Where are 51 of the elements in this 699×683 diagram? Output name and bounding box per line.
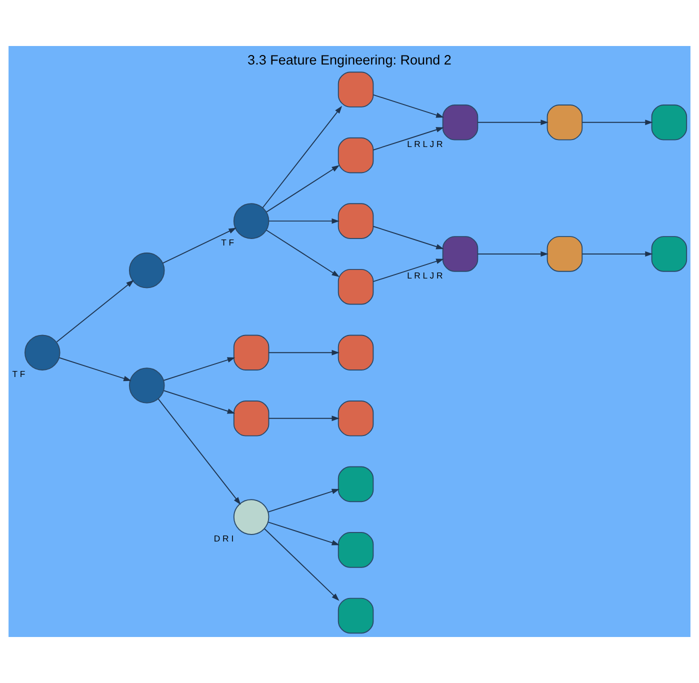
node-circle xyxy=(128,252,165,288)
node-box xyxy=(338,598,374,634)
arrow xyxy=(264,528,340,601)
arrow xyxy=(477,251,548,257)
node-circle xyxy=(128,368,165,404)
arrow xyxy=(268,350,340,356)
node-box xyxy=(651,236,688,272)
arrow xyxy=(268,416,340,422)
node-box xyxy=(442,236,478,272)
node-label: L R L J R xyxy=(407,270,443,280)
node-box xyxy=(651,104,688,140)
node-box xyxy=(546,104,583,140)
arrow xyxy=(372,94,444,118)
arrow xyxy=(163,357,236,381)
arrow xyxy=(582,120,653,126)
arrow xyxy=(268,522,340,546)
arrow xyxy=(372,127,444,150)
arrow xyxy=(582,251,653,257)
node-box xyxy=(338,203,374,239)
arrow xyxy=(56,280,134,342)
node-box xyxy=(233,400,270,436)
arrow xyxy=(372,258,444,282)
node-circle xyxy=(233,203,270,239)
arrow xyxy=(162,228,236,264)
node-label: T F xyxy=(221,237,234,248)
node-circle xyxy=(24,334,60,371)
node-box xyxy=(442,104,478,140)
diagram-title: 3.3 Feature Engineering: Round 2 xyxy=(248,52,452,68)
node-box xyxy=(338,268,374,305)
node-box xyxy=(338,466,374,502)
node-box xyxy=(233,334,270,371)
node-box xyxy=(546,236,583,272)
node-label: D R I xyxy=(214,533,234,544)
node-box xyxy=(338,137,374,174)
arrow xyxy=(266,230,340,278)
node-box xyxy=(338,72,374,108)
arrow xyxy=(262,106,342,208)
arrow xyxy=(477,120,548,126)
arrow xyxy=(268,488,340,512)
node-label: T F xyxy=(12,369,26,379)
arrow xyxy=(266,165,340,212)
arrow xyxy=(163,390,236,414)
arrow xyxy=(158,398,241,505)
node-box xyxy=(338,400,374,436)
node-circle xyxy=(233,499,270,535)
arrow xyxy=(372,226,444,250)
arrow xyxy=(58,357,132,382)
arrow xyxy=(268,218,340,224)
node-label: L R L J R xyxy=(407,138,443,149)
node-box xyxy=(338,334,374,371)
node-box xyxy=(338,532,374,568)
